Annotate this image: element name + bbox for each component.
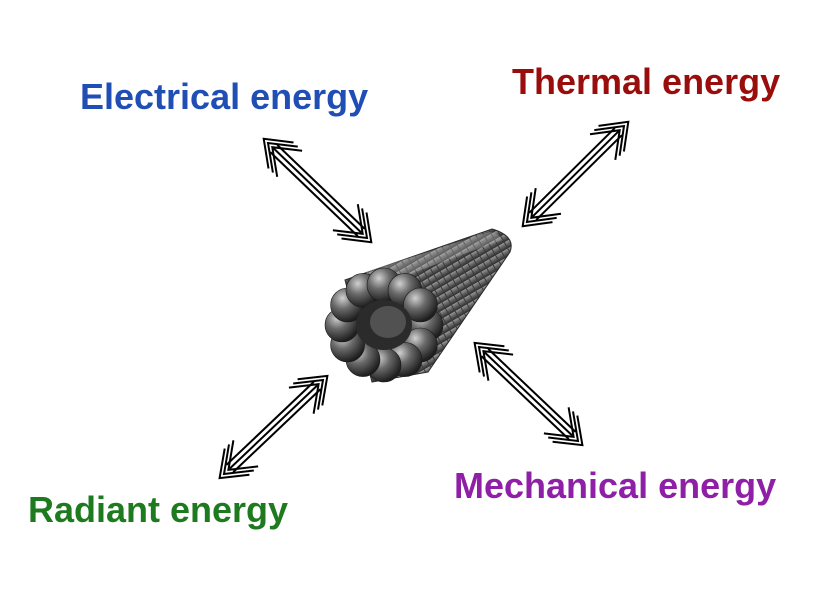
electrical-energy-label: Electrical energy	[80, 76, 369, 117]
arrow-radiant	[218, 374, 329, 480]
radiant-energy-label: Radiant energy	[28, 489, 289, 530]
arrow-group	[218, 120, 630, 480]
nanotube-sphere	[403, 287, 438, 323]
thermal-energy-label: Thermal energy	[512, 61, 781, 102]
arrow-electrical	[262, 137, 373, 244]
nanotube-highlight	[365, 232, 502, 285]
nanotube-illustration	[324, 228, 512, 383]
nanotube-end-ring	[324, 267, 444, 383]
mechanical-energy-label: Mechanical energy	[454, 465, 777, 506]
arrow-thermal	[521, 120, 630, 228]
arrow-mechanical	[473, 341, 584, 447]
